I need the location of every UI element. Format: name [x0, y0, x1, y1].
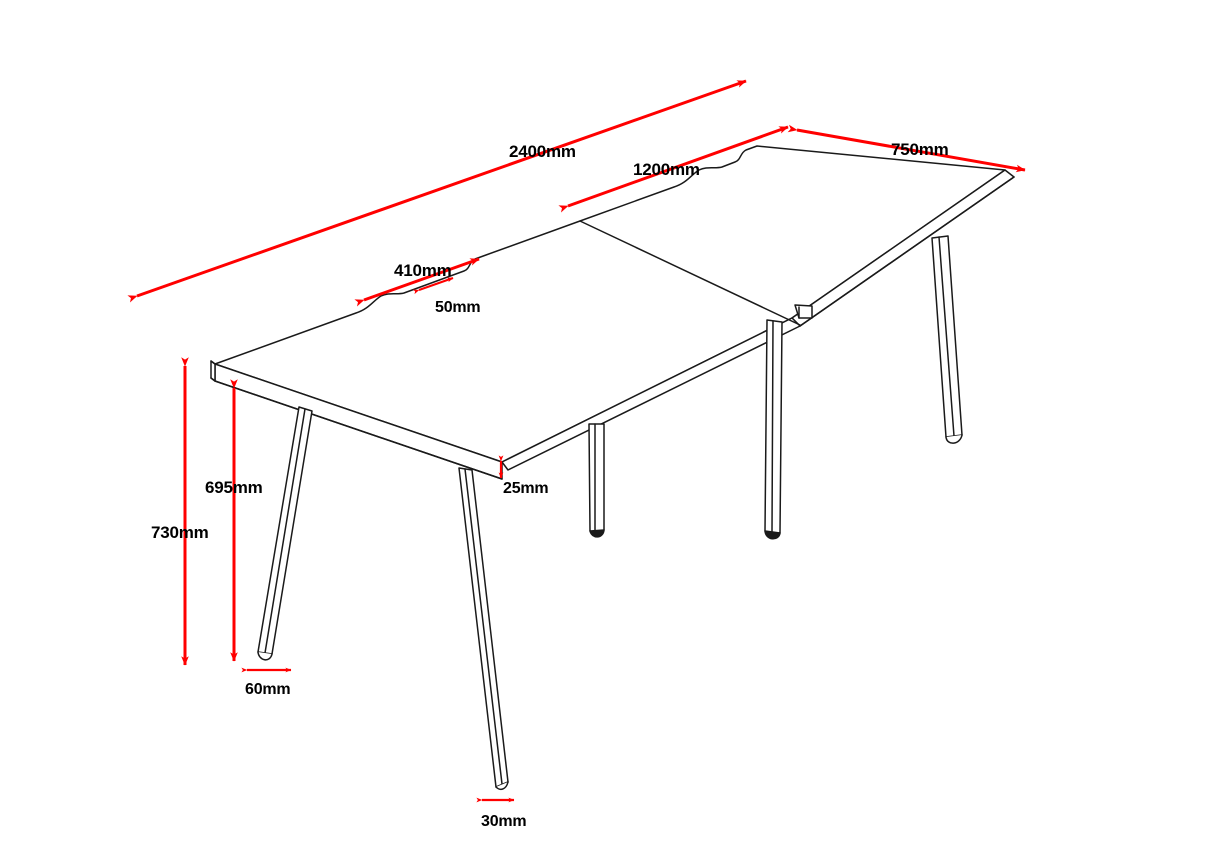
dimension-label-cutout-depth: 50mm — [435, 299, 481, 316]
centre-bracket — [794, 304, 813, 319]
desk-geometry — [210, 145, 1015, 791]
dimension-label-cutout-width: 410mm — [394, 261, 452, 280]
dimension-label-half-width: 1200mm — [633, 160, 700, 179]
arrow-half-width — [558, 125, 789, 213]
dimension-label-depth: 750mm — [891, 140, 949, 159]
dimension-arrows — [127, 79, 1026, 803]
dimension-label-overall-width: 2400mm — [509, 142, 576, 161]
leg-centre-rear — [588, 423, 605, 538]
arrow-depth — [787, 124, 1026, 173]
leg-centre-front — [764, 319, 783, 540]
dimension-label-overall-height: 730mm — [151, 523, 209, 542]
leg-rear-left — [257, 406, 313, 661]
arrow-overall-width — [127, 79, 747, 303]
leg-front-left — [458, 467, 509, 791]
dimension-label-leg-width-at-foot: 30mm — [481, 813, 527, 830]
dimension-label-top-thickness: 25mm — [503, 480, 549, 497]
dimension-label-underside-height: 695mm — [205, 478, 263, 497]
desktop-left-edge — [210, 360, 216, 382]
dimension-label-leg-depth-at-foot: 60mm — [245, 681, 291, 698]
leg-right — [931, 235, 963, 444]
arrow-cutout-depth — [412, 277, 454, 295]
